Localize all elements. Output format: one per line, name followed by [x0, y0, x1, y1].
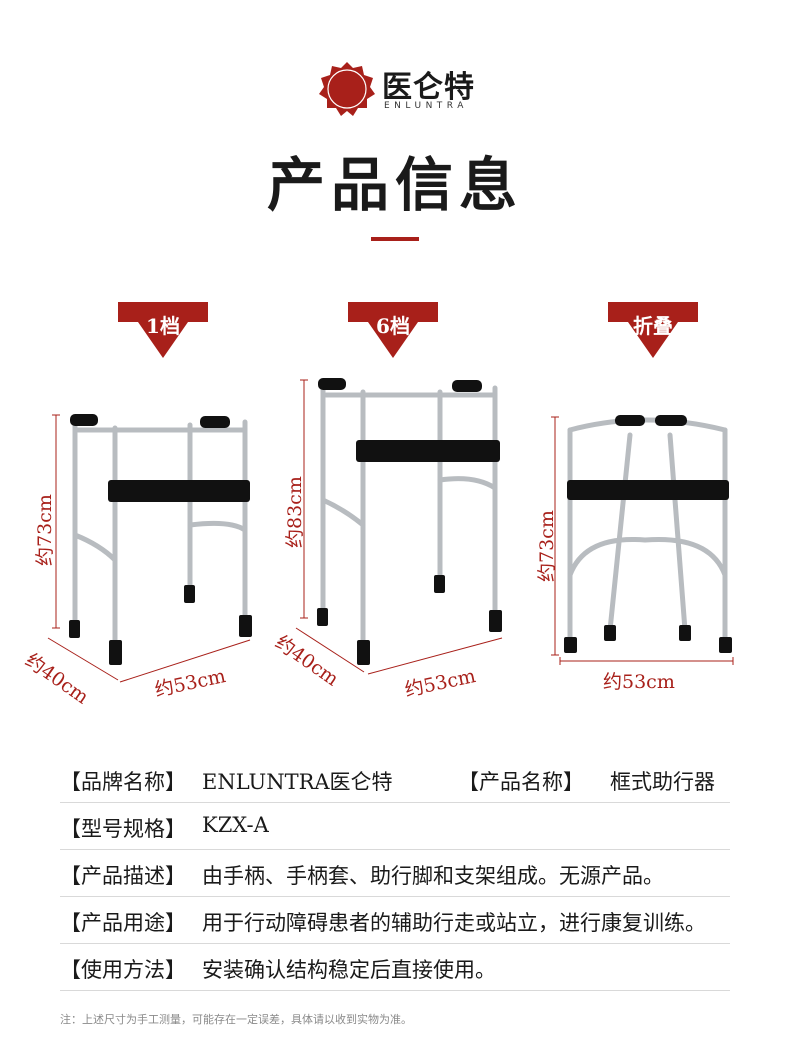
title-divider [371, 237, 419, 241]
dimension-width: 约53cm [603, 671, 675, 693]
brand-logo: 医仑特 ENLUNTRA [318, 60, 498, 120]
walker-image-gear-1 [40, 400, 270, 700]
badge-folded: 折叠 [608, 302, 698, 358]
spec-key: 【产品描述】 [60, 864, 186, 888]
spec-row-description: 【产品描述】 由手柄、手柄套、助行脚和支架组成。无源产品。 [60, 850, 730, 897]
walker-image-folded [545, 405, 745, 665]
dimension-height: 约73cm [34, 494, 56, 566]
spec-row-model: 【型号规格】 KZX-A [60, 803, 730, 850]
brand-name-en: ENLUNTRA [384, 101, 468, 111]
badge-gear-1: 1档 [118, 302, 208, 358]
badge-label: 6档 [376, 314, 410, 338]
badge-label: 1档 [146, 314, 180, 338]
brand-name: 医仑特 [382, 70, 475, 105]
walker-image-gear-6 [290, 370, 520, 680]
spec-row-brand: 【品牌名称】 ENLUNTRA医仑特 【产品名称】 框式助行器 [60, 756, 730, 803]
spec-row-method: 【使用方法】 安装确认结构稳定后直接使用。 [60, 944, 730, 991]
spec-value: ENLUNTRA医仑特 [202, 770, 393, 794]
spec-value: KZX-A [202, 813, 269, 837]
spec-key: 【产品名称】 [458, 770, 584, 794]
spec-key: 【使用方法】 [60, 958, 186, 982]
page-title: 产品信息 [266, 151, 523, 219]
spec-key: 【品牌名称】 [60, 770, 186, 794]
spec-value: 框式助行器 [610, 770, 715, 794]
badge-label: 折叠 [633, 314, 673, 338]
footnote: 注：上述尺寸为手工测量，可能存在一定误差，具体请以收到实物为准。 [60, 1013, 412, 1026]
spec-value: 由手柄、手柄套、助行脚和支架组成。无源产品。 [202, 864, 664, 888]
spec-value: 用于行动障碍患者的辅助行走或站立，进行康复训练。 [202, 911, 706, 935]
spec-value: 安装确认结构稳定后直接使用。 [202, 958, 496, 982]
spec-row-usage: 【产品用途】 用于行动障碍患者的辅助行走或站立，进行康复训练。 [60, 897, 730, 944]
spec-key: 【型号规格】 [60, 817, 186, 841]
seal-icon [318, 60, 376, 118]
badge-gear-6: 6档 [348, 302, 438, 358]
dimension-height: 约83cm [284, 476, 306, 548]
spec-key: 【产品用途】 [60, 911, 186, 935]
dimension-height: 约73cm [536, 510, 558, 582]
